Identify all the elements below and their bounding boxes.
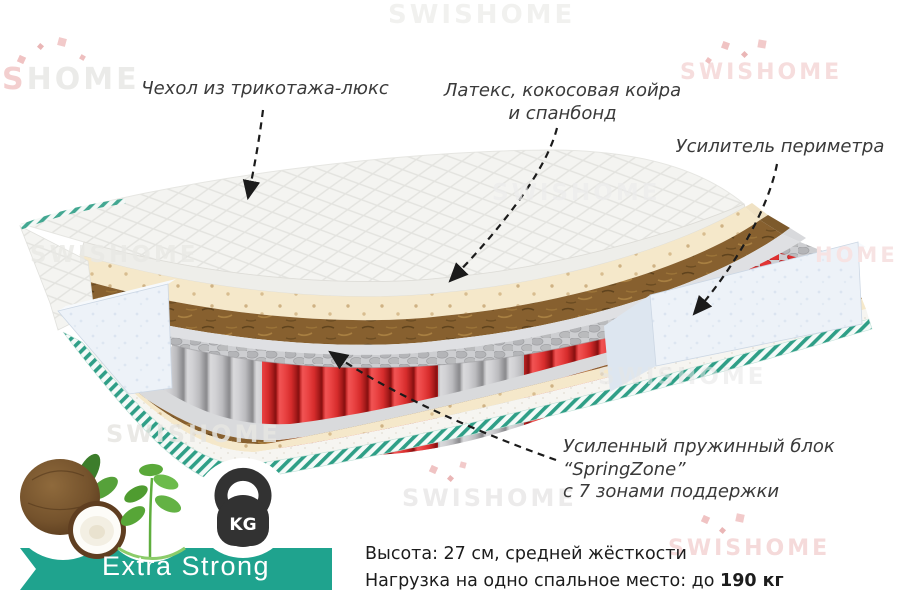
label-latex-line2: и спанбонд: [508, 102, 617, 124]
kettlebell-icon: KG: [214, 467, 272, 547]
arrow-cover: [242, 109, 265, 201]
perimeter-foam-left: [57, 279, 176, 395]
arrow-springs: [328, 350, 557, 462]
perimeter-foam-right: [604, 241, 866, 392]
bottom-felt-band: [130, 284, 858, 441]
label-springzone-line1: Усиленный пружинный блок “SpringZone”: [563, 436, 835, 480]
spec-load-line: Нагрузка на одно спальное место: до 190 …: [365, 568, 784, 595]
label-latex: Латекс, кокосовая койра и спанбонд: [430, 80, 695, 125]
latex-layer: [76, 207, 760, 321]
felt-edge-tip: [782, 228, 806, 242]
label-springzone: Усиленный пружинный блок “SpringZone” с …: [563, 436, 893, 504]
spec-load-value: 190 кг: [720, 571, 784, 592]
badge-label: Extra Strong: [101, 551, 271, 581]
arrow-perimeter: [692, 163, 779, 316]
label-latex-line1: Латекс, кокосовая койра: [443, 80, 682, 101]
spec-height-line: Высота: 27 см, средней жёсткости: [365, 544, 687, 564]
label-cover: Чехол из трикотажа-люкс: [130, 78, 400, 101]
top-edge-piping: [20, 198, 126, 230]
coir-edge-tip: [760, 215, 790, 234]
label-springzone-line2: с 7 зонами поддержки: [563, 481, 780, 502]
label-cover-text: Чехол из трикотажа-люкс: [141, 78, 389, 99]
coir-layer: [72, 220, 782, 345]
mattress: [19, 149, 873, 485]
leaves-icon: [117, 463, 186, 560]
spec-load-prefix: Нагрузка на одно спальное место: до: [365, 571, 721, 592]
label-perimeter-text: Усилитель периметра: [675, 136, 885, 157]
callout-arrows: [242, 109, 779, 462]
kg-label: KG: [229, 515, 256, 535]
label-perimeter: Усилитель периметра: [650, 136, 900, 159]
feature-badge-group: KG: [9, 452, 332, 590]
spec-text: Высота: 27 см, средней жёсткости Нагрузк…: [365, 541, 784, 595]
arrow-latex: [448, 127, 559, 283]
latex-edge-tip: [745, 203, 768, 220]
coconut-icon: [20, 453, 126, 559]
